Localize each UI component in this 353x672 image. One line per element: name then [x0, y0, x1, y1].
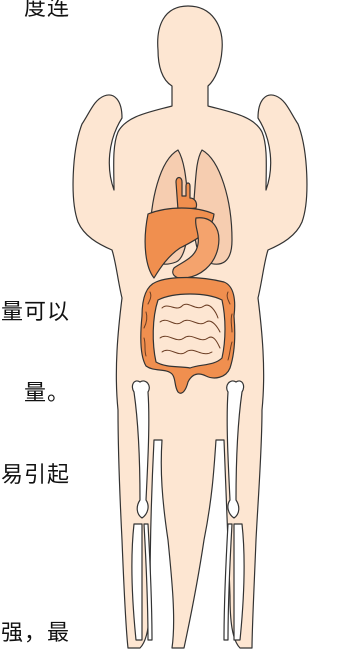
text-fragment-2: 量可以 [1, 300, 70, 326]
text-fragment-4: 易引起 [1, 463, 70, 489]
right-shin-bones [132, 524, 152, 640]
text-fragment-5: 强，最 [1, 621, 70, 647]
text-fragment-1: 度连 [24, 0, 70, 22]
left-shin-bones [224, 524, 244, 640]
text-fragment-3: 量。 [24, 381, 70, 407]
human-anatomy-illustration [70, 0, 353, 672]
